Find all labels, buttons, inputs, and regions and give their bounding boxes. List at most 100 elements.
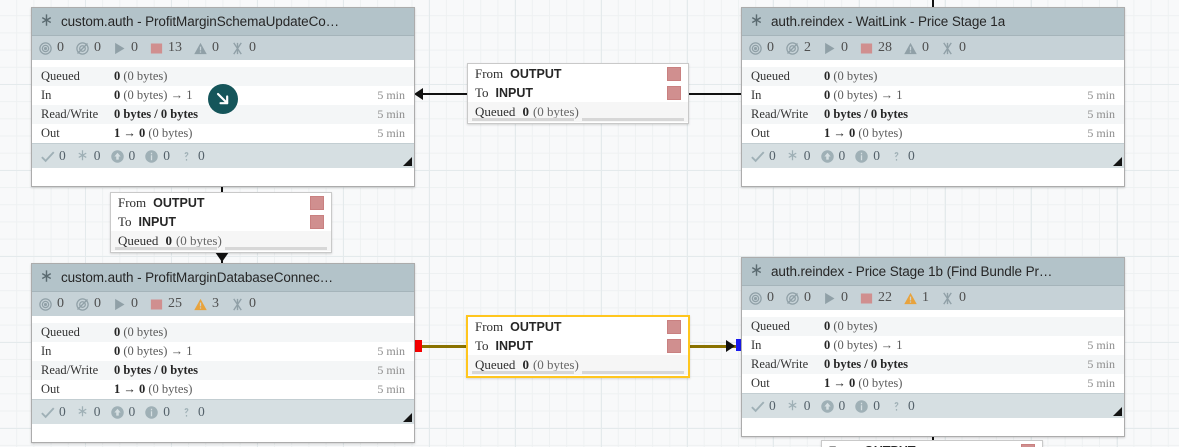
- connection-label[interactable]: From OUTPUT To INPUT Queued 0 (0 bytes): [467, 63, 689, 124]
- metric-label: In: [751, 88, 762, 102]
- stat-running: 0: [822, 40, 848, 56]
- stat-transmitting: 0: [38, 296, 64, 312]
- metric-value-rest: (0 bytes): [120, 325, 168, 339]
- footer-stat-asterisk: 0: [785, 398, 811, 414]
- upload-circle-icon: [820, 149, 835, 164]
- processor-header[interactable]: auth.reindex - WaitLink - Price Stage 1a: [742, 8, 1124, 36]
- question-mark-icon: [179, 149, 194, 164]
- wire-left-bottom-stub[interactable]: [221, 258, 223, 264]
- stat-stopped: 28: [859, 40, 892, 56]
- metric-time: 5 min: [377, 107, 405, 121]
- queued-label: Queued: [475, 104, 516, 119]
- processor-header[interactable]: custom.auth - ProfitMarginDatabaseConnec…: [32, 264, 414, 292]
- connection-from-value: OUTPUT: [864, 444, 915, 447]
- wire-top-left-segment[interactable]: [416, 93, 474, 95]
- queue-count-bar: [472, 371, 574, 374]
- metric-value-bold: 0: [114, 344, 121, 358]
- stat-value: 0: [249, 40, 256, 55]
- stat-value: 0: [94, 296, 101, 311]
- metric-label: Queued: [751, 69, 790, 83]
- stat-stopped: 22: [859, 290, 892, 306]
- metric-row-queued: Queued 0 (0 bytes): [742, 67, 1124, 86]
- footer-stat-value: 0: [908, 398, 915, 413]
- metric-value: 0 bytes / 0 bytes: [824, 357, 1087, 372]
- resize-handle[interactable]: [1113, 407, 1122, 416]
- processor-metrics: Queued 0 (0 bytes) In 0 (0 bytes) → 1 5 …: [32, 317, 414, 399]
- footer-stat-unknown: 0: [889, 148, 915, 164]
- stat-value: 0: [767, 40, 774, 55]
- metric-row-out: Out 1 → 0 (0 bytes) 5 min: [742, 374, 1124, 393]
- processor-title: custom.auth - ProfitMarginDatabaseConnec…: [61, 270, 334, 285]
- wire-bottom-vertical[interactable]: [932, 432, 934, 447]
- wire-left-vertical-upper[interactable]: [221, 178, 223, 196]
- stat-value: 0: [959, 40, 966, 55]
- connection-queued-row: Queued 0 (0 bytes): [468, 102, 688, 122]
- stat-value: 28: [878, 40, 892, 55]
- running-play-icon: [822, 41, 837, 56]
- stopped-square-icon: [149, 41, 164, 56]
- metric-time: 5 min: [377, 88, 405, 102]
- checkmark-icon: [750, 399, 765, 414]
- connection-from-label: From: [475, 318, 504, 334]
- not-transmitting-icon: [75, 297, 90, 312]
- footer-stat-asterisk: 0: [75, 404, 101, 420]
- source-status-swatch: [667, 66, 681, 81]
- processor-metrics: Queued 0 (0 bytes) In 0 (0 bytes) → 1 5 …: [742, 61, 1124, 143]
- processor-asterisk-icon: [38, 269, 55, 286]
- footer-stat-info: 0: [144, 404, 170, 420]
- stat-value: 0: [57, 40, 64, 55]
- connection-to-row: To INPUT: [468, 336, 688, 355]
- stat-value: 0: [804, 290, 811, 305]
- connection-from-label: From: [118, 194, 147, 210]
- resize-handle[interactable]: [1113, 157, 1122, 166]
- connection-label-partial[interactable]: From OUTPUT To INPUT Queued 0 (0 bytes): [821, 440, 1043, 447]
- metric-value-rest: (0 bytes) → 1: [120, 88, 193, 102]
- stat-value: 2: [804, 40, 811, 55]
- connection-label[interactable]: From OUTPUT To INPUT Queued 0 (0 bytes): [110, 192, 332, 253]
- stat-invalid: 1: [903, 290, 929, 306]
- stat-value: 0: [922, 40, 929, 55]
- processor-header[interactable]: custom.auth - ProfitMarginSchemaUpdateCo…: [32, 8, 414, 36]
- metric-value-bold: 1 → 0: [114, 382, 146, 396]
- metric-value-rest: (0 bytes) → 1: [830, 88, 903, 102]
- metric-row-queued: Queued 0 (0 bytes): [742, 317, 1124, 336]
- metric-label: In: [751, 338, 762, 352]
- metric-time: 5 min: [1087, 107, 1115, 121]
- footer-stat-value: 0: [163, 148, 170, 163]
- connection-label-selected[interactable]: From OUTPUT To INPUT Queued 0 (0 bytes): [466, 315, 690, 378]
- metric-value-rest: (0 bytes): [830, 69, 878, 83]
- wire-selected-right-segment[interactable]: [690, 345, 738, 348]
- processor-node[interactable]: custom.auth - ProfitMarginDatabaseConnec…: [31, 263, 415, 443]
- arrowhead-down-left: [215, 252, 229, 262]
- stat-disabled: 0: [230, 296, 256, 312]
- metric-time: 5 min: [377, 363, 405, 377]
- processor-node[interactable]: auth.reindex - Price Stage 1b (Find Bund…: [741, 257, 1125, 437]
- processor-node[interactable]: auth.reindex - WaitLink - Price Stage 1a…: [741, 7, 1125, 187]
- metric-value: 1 → 0 (0 bytes): [824, 126, 1087, 141]
- queue-size-bar: [581, 371, 684, 374]
- wire-selected-left-segment[interactable]: [420, 345, 468, 348]
- connection-to-row: To INPUT: [111, 212, 331, 231]
- connection-to-value: INPUT: [495, 85, 534, 100]
- metric-label: Out: [41, 126, 60, 140]
- queue-capacity-bars: [115, 247, 327, 250]
- processor-footer-bulletins: 0 0 0 0 0: [32, 143, 414, 168]
- resize-handle[interactable]: [403, 157, 412, 166]
- metric-value-rest: (0 bytes): [855, 126, 903, 140]
- stat-value: 0: [57, 296, 64, 311]
- processor-header[interactable]: auth.reindex - Price Stage 1b (Find Bund…: [742, 258, 1124, 286]
- processor-node[interactable]: custom.auth - ProfitMarginSchemaUpdateCo…: [31, 7, 415, 187]
- stat-value: 0: [841, 290, 848, 305]
- wire-top-right-segment[interactable]: [688, 93, 746, 95]
- queued-size: (0 bytes): [532, 104, 579, 119]
- footer-stat-value: 0: [59, 404, 66, 419]
- queued-label: Queued: [475, 357, 516, 372]
- footer-stat-asterisk: 0: [785, 148, 811, 164]
- metric-value-bold: 0: [824, 88, 831, 102]
- resize-handle[interactable]: [403, 413, 412, 422]
- wire-top-right-stub[interactable]: [932, 0, 934, 8]
- metric-value-bold: 0: [114, 69, 121, 83]
- metric-value: 1 → 0 (0 bytes): [824, 376, 1087, 391]
- question-mark-icon: [179, 405, 194, 420]
